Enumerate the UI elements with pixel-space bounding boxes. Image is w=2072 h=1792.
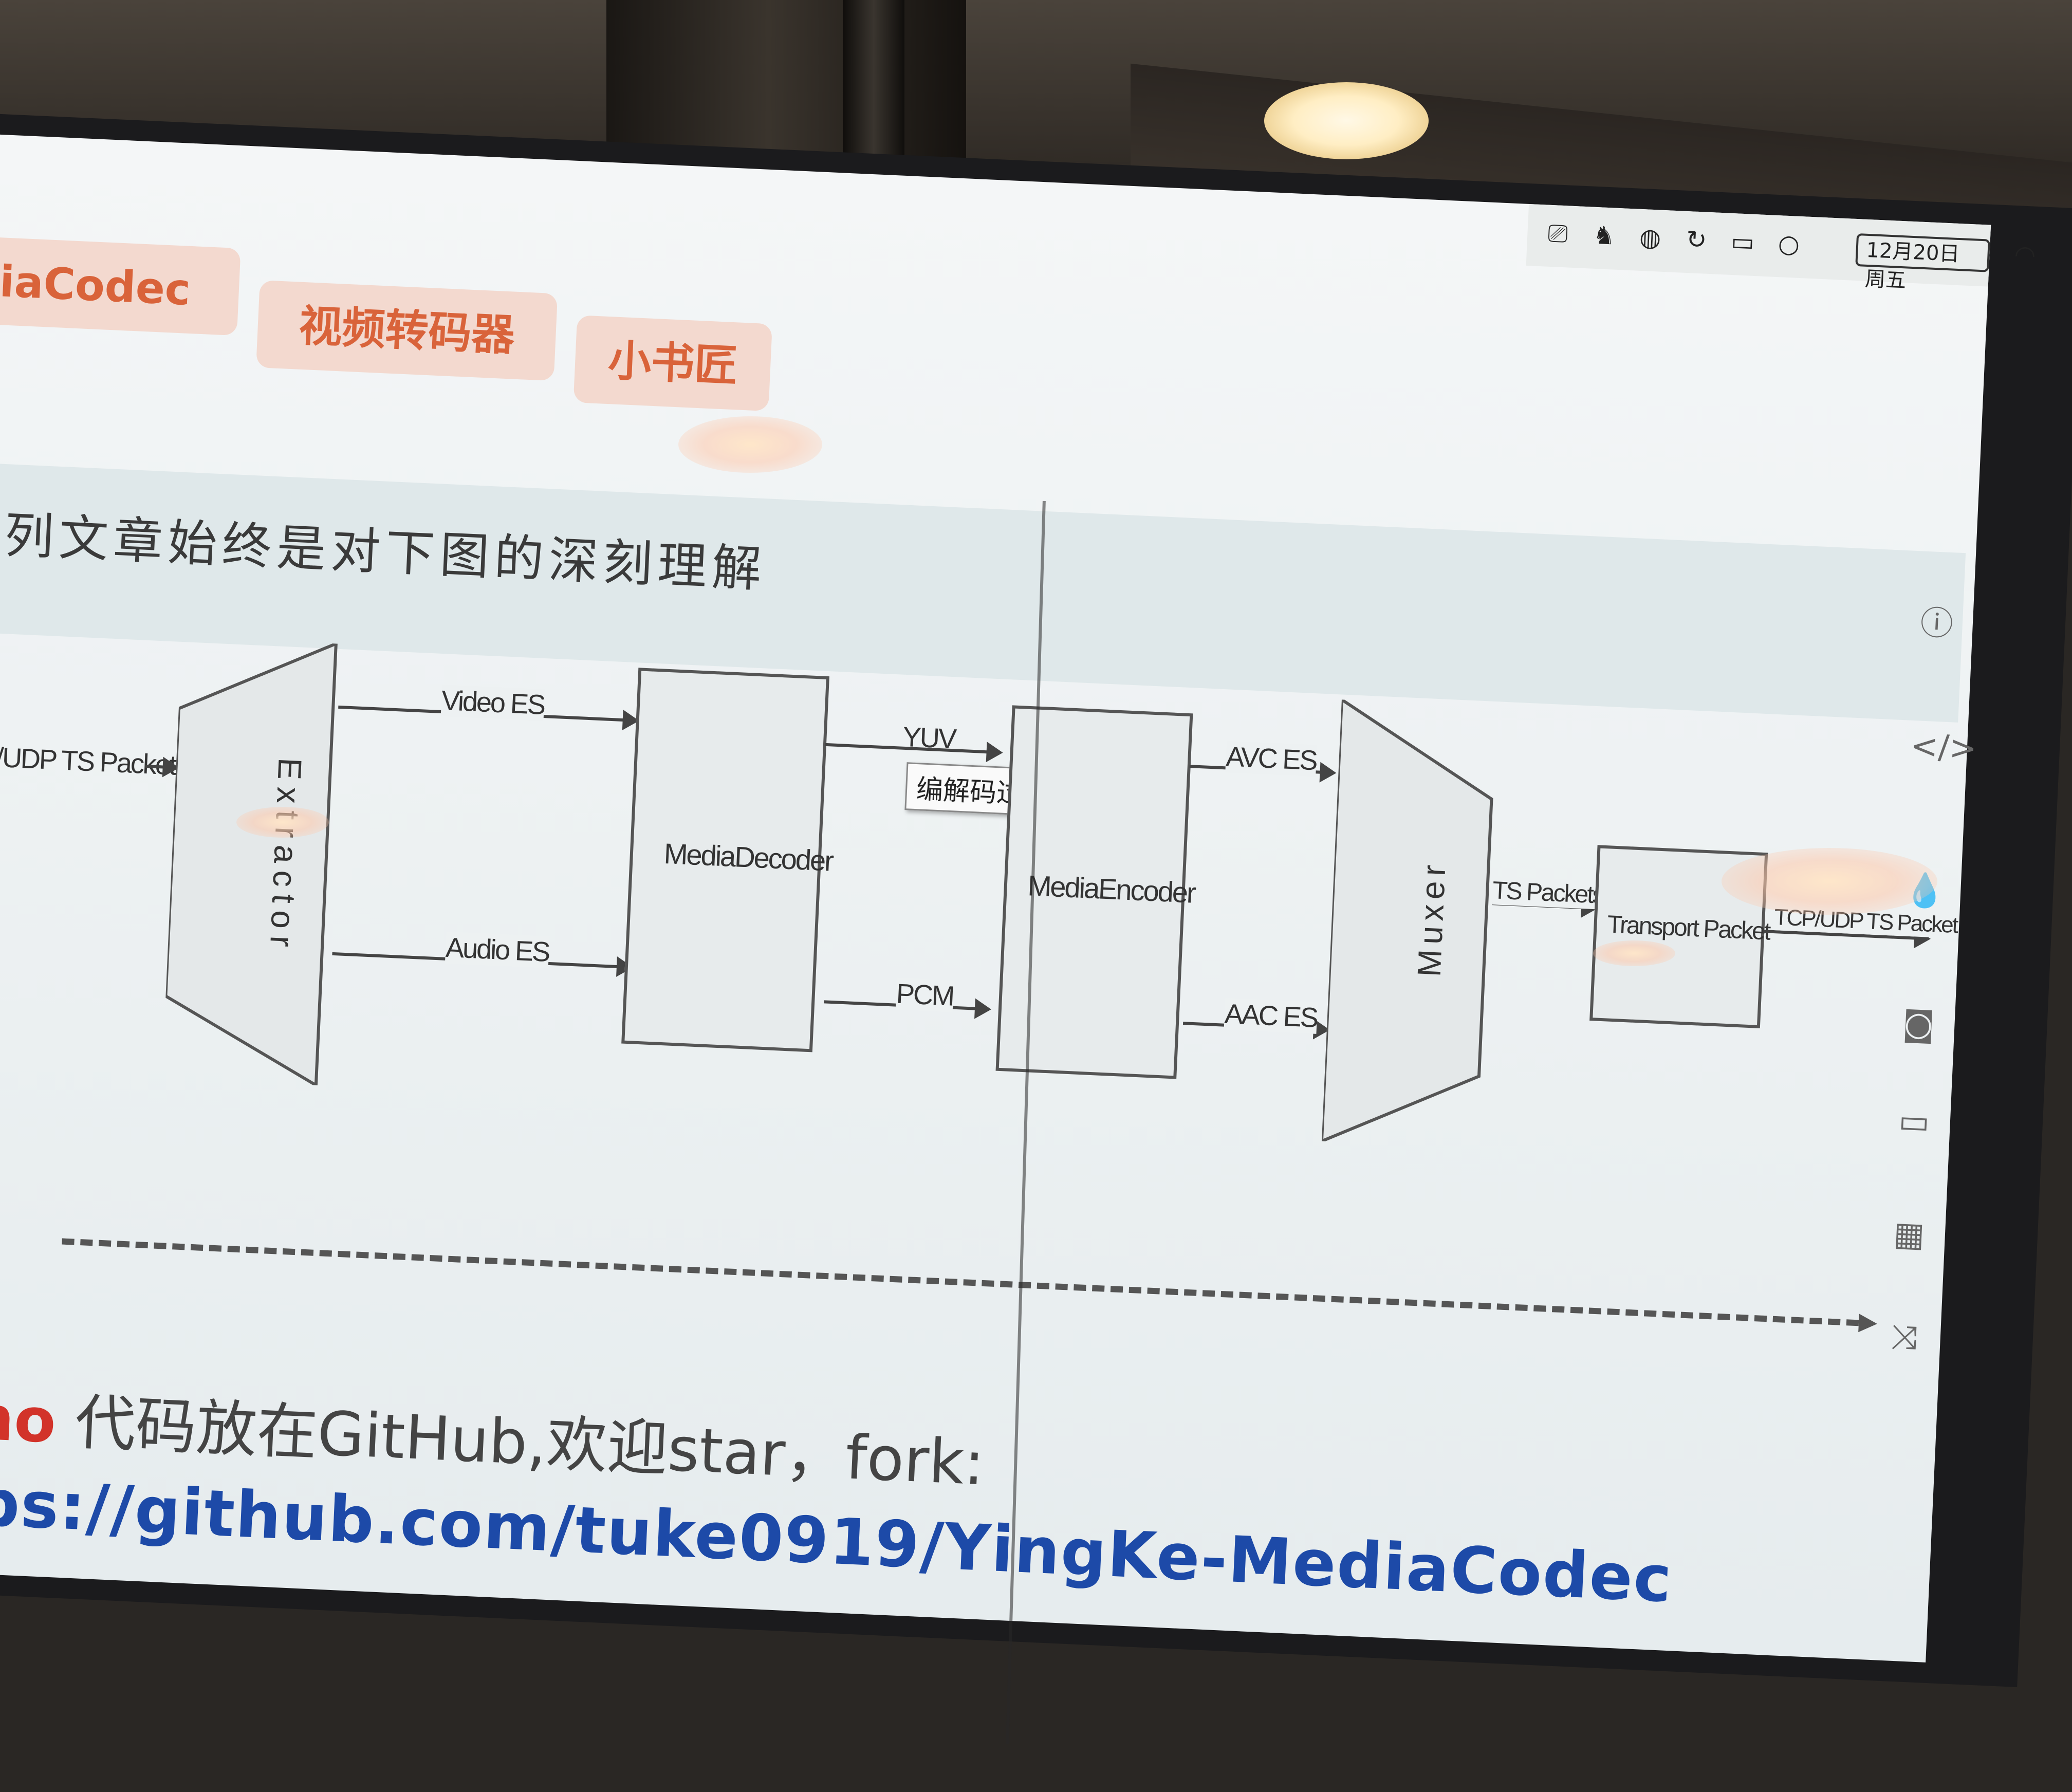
- video-es-label: Video ES: [440, 684, 545, 722]
- extractor-shape: [164, 641, 338, 1086]
- media-decoder-box: MediaDecoder: [621, 668, 833, 1052]
- input-label: TCP/UDP TS Packet: [0, 740, 176, 781]
- projector-glare: [678, 416, 822, 473]
- media-encoder-label: MediaEncoder: [1027, 869, 1196, 909]
- projector-glare-left: [236, 807, 329, 838]
- media-decoder-label: MediaDecoder: [663, 837, 834, 877]
- menu-date[interactable]: 12月20日 周五: [1855, 233, 1990, 292]
- airplay-icon[interactable]: ⎚: [1547, 218, 1568, 249]
- media-encoder-box: MediaEncoder: [995, 705, 1196, 1079]
- pcm-label: PCM: [895, 977, 954, 1012]
- grid-icon[interactable]: ▦: [1892, 1215, 1926, 1254]
- slide: ⎚ ♞ ◍ ↻ ▭ ○ 12月20日 周五 ◠ iaCodec 视频转码器 小书…: [0, 133, 2037, 1744]
- audio-es-label: Audio ES: [445, 931, 550, 968]
- monitor-icon[interactable]: ▭: [1897, 1102, 1931, 1142]
- info-icon[interactable]: ⓘ: [1919, 604, 1954, 644]
- wechat-icon[interactable]: ◍: [1639, 223, 1662, 253]
- ceiling-lamp: [1264, 82, 1429, 159]
- tab-mediacodec[interactable]: iaCodec: [0, 235, 241, 336]
- muxer-shape: [1321, 699, 1493, 1144]
- aac-es-label: AAC ES: [1224, 997, 1318, 1034]
- projector-glare-right: [1722, 848, 1937, 915]
- camera-icon[interactable]: ◙: [1901, 1004, 1936, 1044]
- avc-es-label: AVC ES: [1225, 741, 1317, 777]
- projector-glare-small: [1593, 940, 1675, 966]
- sync-icon[interactable]: ↻: [1685, 225, 1708, 255]
- code-icon[interactable]: </>: [1910, 727, 1978, 768]
- shuffle-icon[interactable]: ⤨: [1890, 1318, 1919, 1357]
- tab-transcoder[interactable]: 视频转码器: [256, 280, 558, 381]
- yuv-label: YUV: [902, 721, 956, 755]
- wifi-icon[interactable]: ◠: [2013, 239, 2037, 270]
- pipeline-diagram: TCP/UDP TS Packet Extractor Video ES Aud…: [0, 606, 1959, 1287]
- timeline-arrowhead: [1858, 1314, 1878, 1333]
- status-icon[interactable]: ○: [1777, 229, 1801, 259]
- battery-icon[interactable]: ▭: [1730, 227, 1755, 257]
- tab-xiaoshujiang[interactable]: 小书匠: [573, 315, 772, 412]
- muxer-label: Muxer: [1410, 859, 1453, 978]
- ts-packets-label: TS Packets: [1492, 876, 1604, 910]
- cup-icon[interactable]: ♞: [1592, 220, 1616, 251]
- projection-screen: ⎚ ♞ ◍ ↻ ▭ ○ 12月20日 周五 ◠ iaCodec 视频转码器 小书…: [0, 113, 2072, 1744]
- demo-prefix: emo: [0, 1379, 58, 1457]
